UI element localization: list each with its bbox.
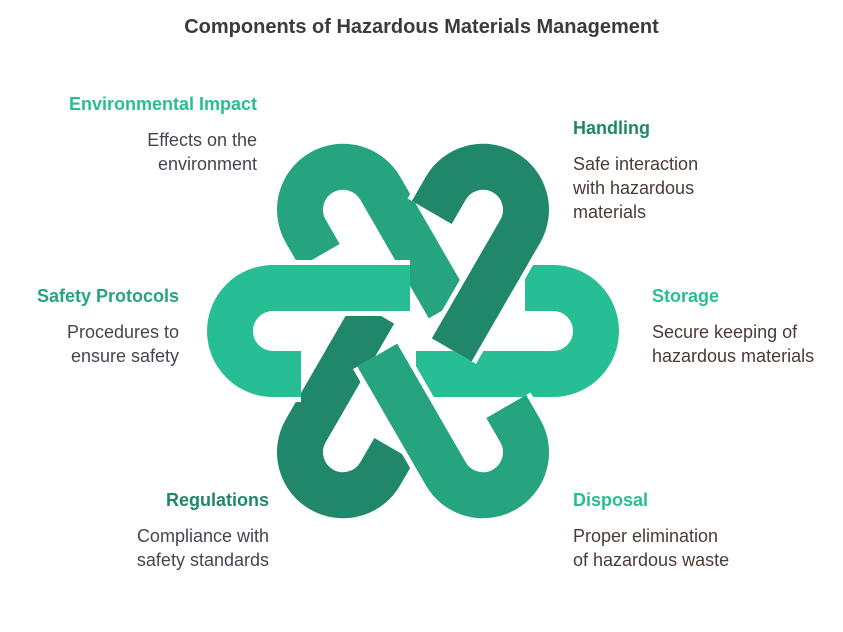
component-description: Compliance with safety standards: [136, 526, 269, 570]
component-handling: Handling Safe interaction with hazardous…: [573, 116, 733, 224]
component-title: Disposal: [573, 490, 649, 510]
component-safety-protocols: Safety Protocols Procedures to ensure sa…: [0, 284, 179, 368]
component-disposal: Disposal Proper elimination of hazardous…: [573, 488, 743, 572]
lobe-bottom-left-band: [277, 300, 415, 519]
component-description: Effects on the environment: [147, 130, 257, 174]
component-title: Safety Protocols: [36, 286, 179, 306]
component-description: Proper elimination of hazardous waste: [573, 526, 730, 570]
component-title: Regulations: [165, 490, 269, 510]
component-title: Handling: [573, 118, 650, 138]
component-regulations: Regulations Compliance with safety stand…: [69, 488, 269, 572]
component-description: Procedures to ensure safety: [66, 322, 179, 366]
component-environmental-impact: Environmental Impact Effects on the envi…: [57, 92, 257, 176]
lobe-top-left: [272, 138, 473, 321]
diagram-title: Components of Hazardous Materials Manage…: [184, 16, 659, 38]
component-title: Environmental Impact: [68, 94, 257, 114]
component-description: Safe interaction with hazardous material…: [573, 154, 699, 222]
lobe-top-right: [407, 138, 554, 364]
lobe-bottom-right: [353, 341, 554, 524]
lobe-right-band: [416, 265, 619, 397]
component-title: Storage: [652, 286, 720, 306]
component-description: Secure keeping of hazardous materials: [652, 322, 815, 366]
component-storage: Storage Secure keeping of hazardous mate…: [652, 284, 822, 368]
lobe-top-left-band: [277, 143, 469, 319]
lobe-bottom-right-band: [357, 343, 549, 519]
lobe-top-right-band: [411, 143, 549, 362]
lobe-left-band: [207, 265, 410, 397]
lobe-right: [416, 260, 624, 402]
lobe-left: [202, 260, 410, 402]
lobe-bottom-left: [272, 298, 419, 524]
